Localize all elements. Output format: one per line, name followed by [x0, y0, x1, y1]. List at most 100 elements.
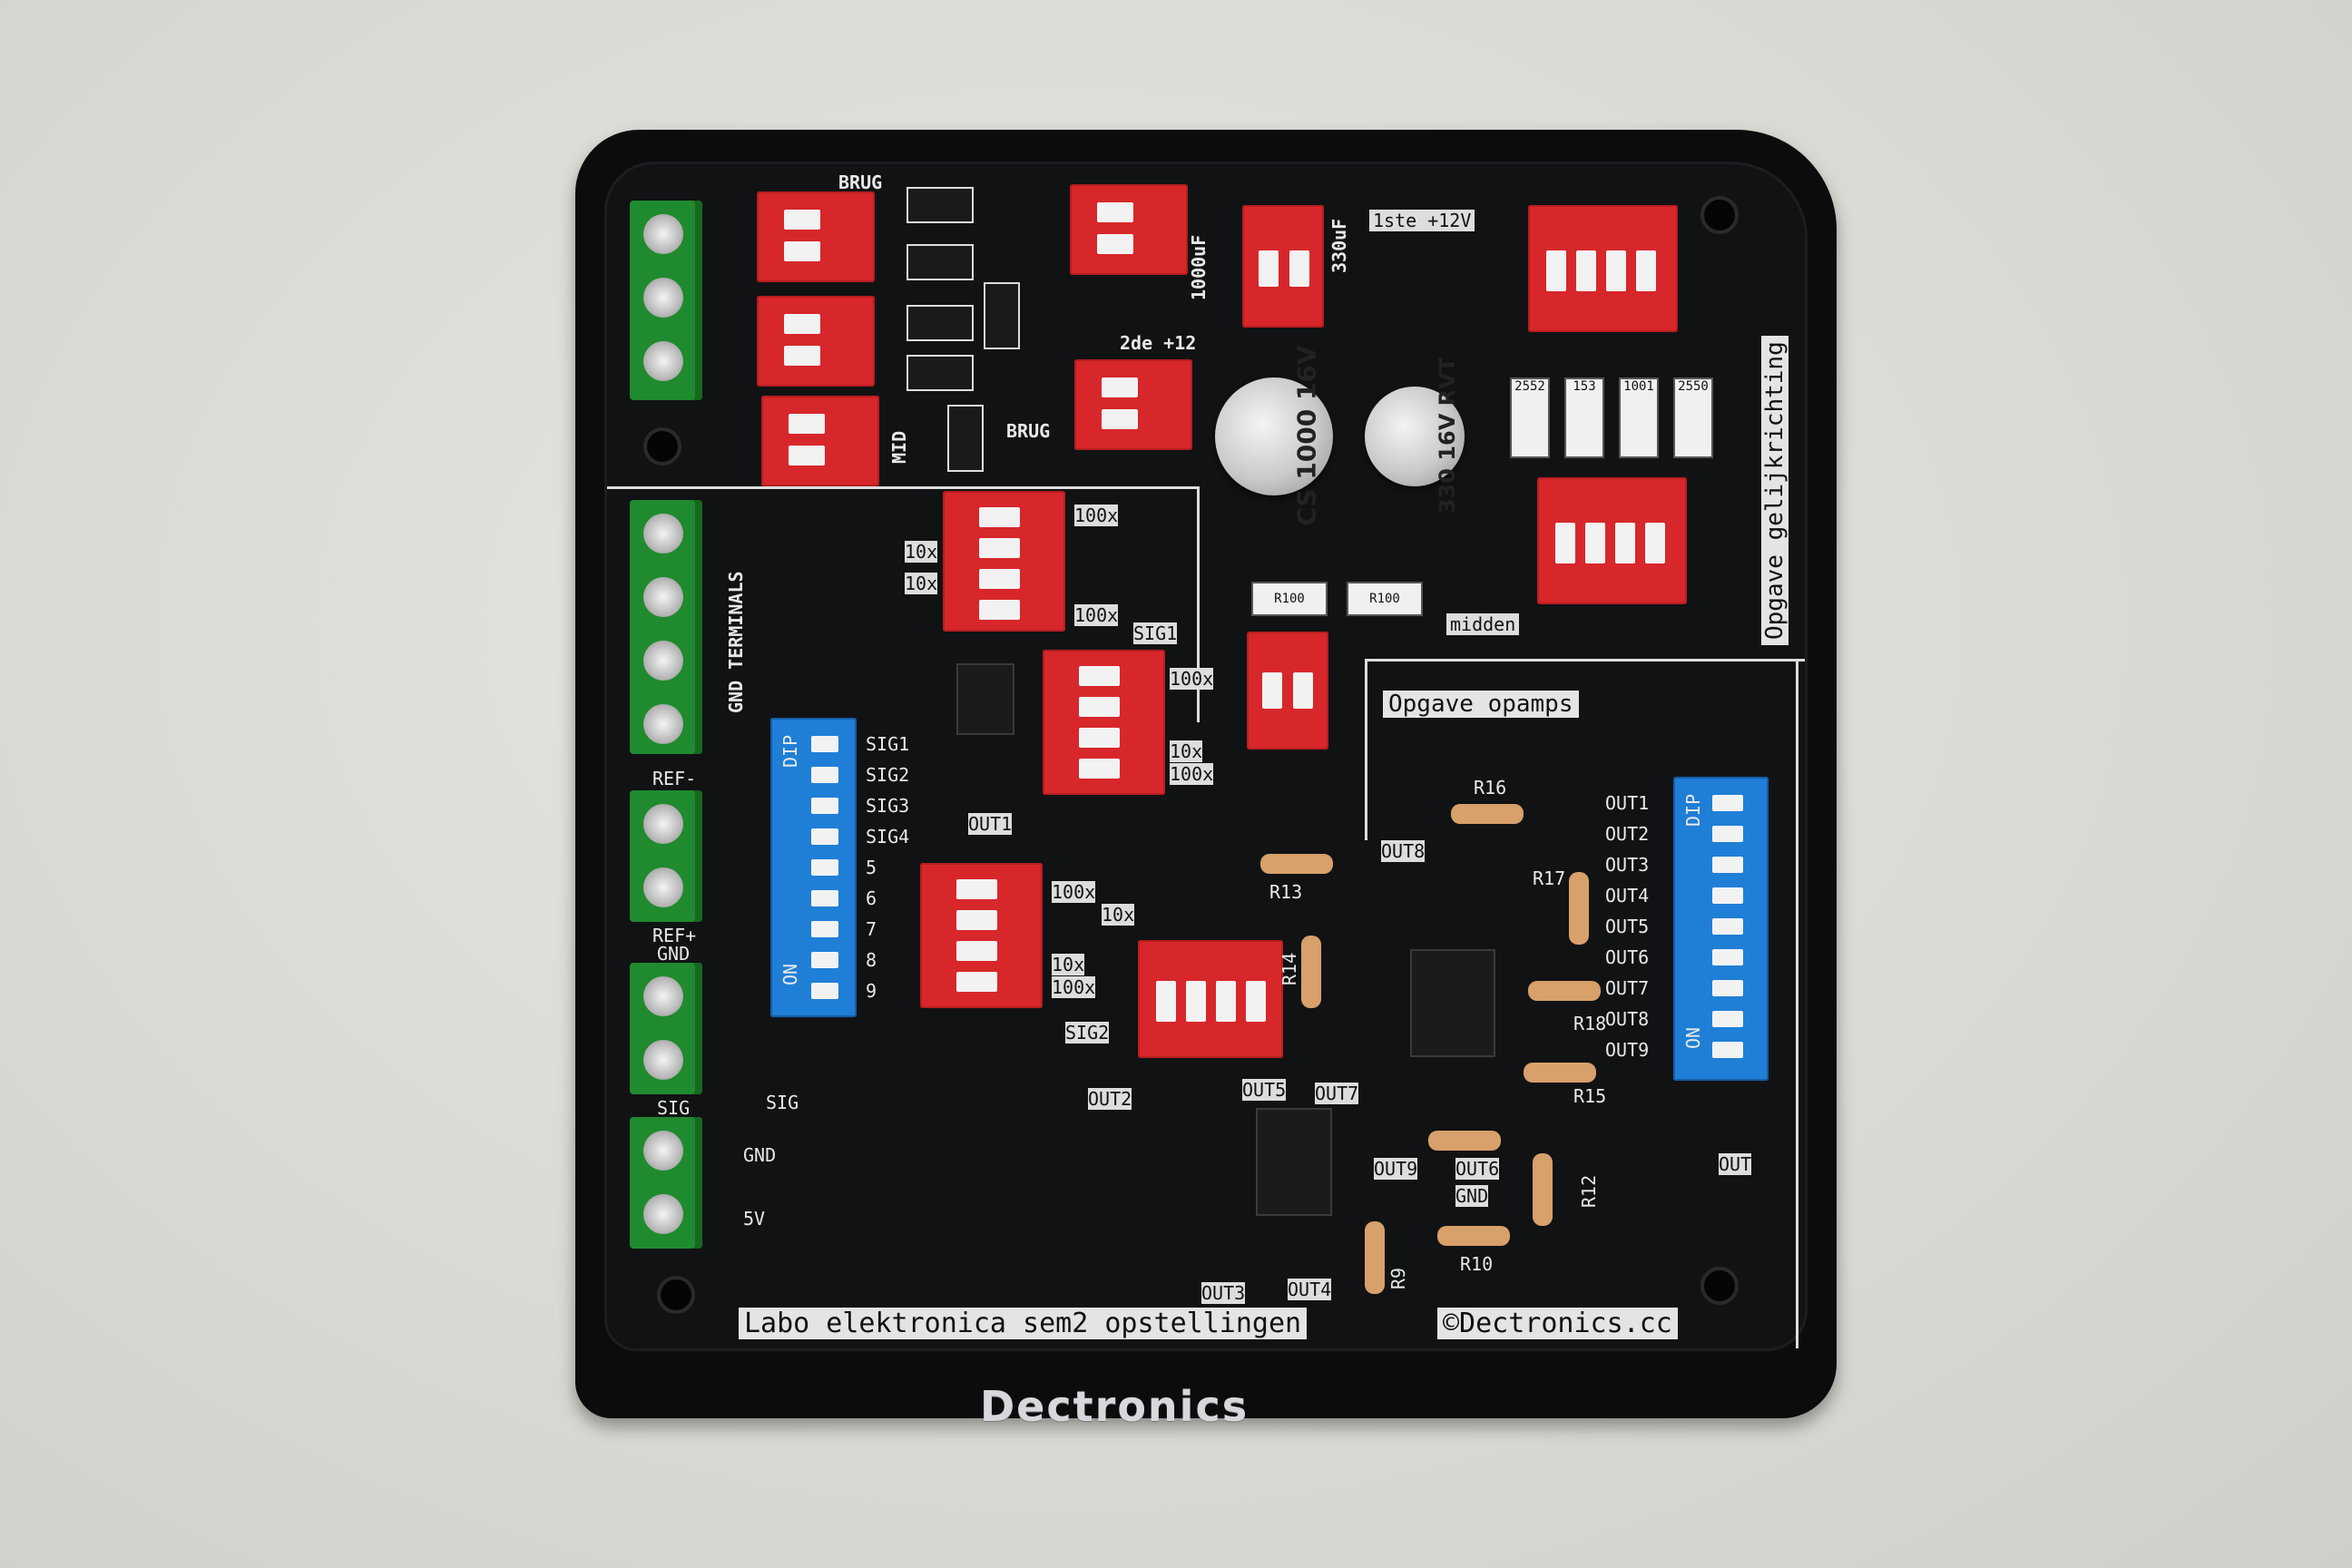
switch-knob	[1615, 523, 1635, 564]
smd-resistor: 2552	[1510, 377, 1550, 458]
switch-knob	[1216, 981, 1236, 1022]
switch-knob	[1079, 759, 1120, 779]
switch-knob	[1712, 918, 1743, 935]
switch-knob	[1712, 980, 1743, 996]
x10-label: 10x	[905, 541, 938, 563]
switch-knob	[979, 600, 1020, 620]
resistor-r13	[1260, 854, 1333, 874]
dip-switch-brug-2[interactable]	[757, 296, 875, 387]
screw-terminal[interactable]	[643, 867, 683, 907]
dip-switch-brug-4[interactable]	[1074, 359, 1192, 450]
screw-terminal[interactable]	[643, 514, 683, 554]
switch-knob	[789, 446, 825, 466]
x10-label: 10x	[1102, 904, 1135, 926]
switch-knob	[811, 890, 838, 906]
dip-right-label: OUT2	[1605, 823, 1650, 845]
switch-knob	[1079, 697, 1120, 717]
dip-label-right: DIP	[1682, 793, 1704, 827]
on-label: ON	[779, 963, 801, 985]
screw-terminal[interactable]	[643, 1194, 683, 1234]
switch-knob	[1097, 202, 1133, 222]
screw-terminal[interactable]	[643, 704, 683, 744]
sig-pin-label: SIG	[766, 1092, 799, 1113]
dip-switch-mid[interactable]	[761, 396, 879, 486]
ic-opamp	[1410, 949, 1495, 1057]
dip-switch-brug-3[interactable]	[1070, 184, 1188, 275]
resistor-r18	[1528, 981, 1601, 1001]
ic-soic8	[956, 663, 1014, 735]
resistor-r15	[1524, 1063, 1596, 1083]
dip-right-label: OUT8	[1605, 1008, 1650, 1030]
ic-opamp	[1256, 1108, 1332, 1216]
dip-left-label: SIG1	[866, 733, 910, 755]
dip-left-label-list: SIG1 SIG2 SIG3 SIG4 5 6 7 8 9	[866, 733, 909, 1011]
out1-label: OUT1	[968, 813, 1013, 835]
dip-switch-brug-1[interactable]	[757, 191, 875, 282]
switch-knob	[811, 798, 838, 814]
dip-left-label: 6	[866, 887, 877, 909]
mounting-hole	[1700, 1267, 1739, 1305]
dip-switch-cap-1[interactable]	[1242, 205, 1324, 328]
out2-label: OUT2	[1088, 1088, 1132, 1110]
screw-terminal[interactable]	[643, 1131, 683, 1171]
r16-label: R16	[1474, 777, 1507, 799]
smd-resistor: 2550	[1673, 377, 1713, 458]
switch-knob	[811, 952, 838, 968]
switch-knob	[1712, 857, 1743, 873]
dip-switch-cap-2[interactable]	[1247, 632, 1328, 750]
dip-right-label: OUT6	[1605, 946, 1650, 968]
switch-knob	[1097, 234, 1133, 254]
switch-knob	[1262, 672, 1282, 709]
screw-terminal[interactable]	[643, 278, 683, 318]
switch-knob	[811, 983, 838, 999]
screw-terminal[interactable]	[643, 804, 683, 844]
screw-terminal[interactable]	[643, 1040, 683, 1080]
switch-knob	[1259, 250, 1279, 287]
switch-knob	[1079, 666, 1120, 686]
x100-label: 100x	[1170, 668, 1214, 690]
switch-knob	[979, 569, 1020, 589]
diode	[947, 405, 984, 472]
r13-label: R13	[1269, 881, 1303, 903]
brug-label-2: BRUG	[1006, 420, 1051, 442]
screw-terminal[interactable]	[643, 976, 683, 1016]
switch-knob	[784, 241, 820, 261]
screw-terminal[interactable]	[643, 641, 683, 681]
switch-knob	[979, 507, 1020, 527]
switch-knob	[956, 879, 997, 899]
dip-left-label: 9	[866, 980, 877, 1002]
sig1-label: SIG1	[1133, 622, 1178, 644]
switch-knob	[784, 346, 820, 366]
5v-label: 5V	[743, 1208, 766, 1230]
dip-right-label: OUT5	[1605, 916, 1650, 937]
switch-knob	[1102, 377, 1138, 397]
ref-minus-label: REF-	[652, 768, 697, 789]
on-label-right: ON	[1682, 1026, 1704, 1049]
dip-right-label: OUT9	[1605, 1039, 1650, 1061]
switch-knob	[1246, 981, 1266, 1022]
r15-label: R15	[1573, 1085, 1607, 1107]
dip-left-label: SIG2	[866, 764, 910, 786]
x10-label: 10x	[1052, 954, 1085, 975]
diode	[906, 244, 974, 280]
r10-label: R10	[1460, 1253, 1494, 1275]
enclosure-brand: Dectronics	[980, 1382, 1250, 1431]
dip-left-label: 7	[866, 918, 877, 940]
screw-terminal[interactable]	[643, 214, 683, 254]
switch-knob	[811, 921, 838, 937]
resistor-r100: R100	[1347, 582, 1423, 616]
brug-label: BRUG	[838, 172, 883, 193]
board-copyright: ©Dectronics.cc	[1437, 1308, 1678, 1339]
dip-left-label: 8	[866, 949, 877, 971]
gnd-terminals-label: GND TERMINALS	[725, 571, 747, 713]
out8-label: OUT8	[1381, 840, 1426, 862]
screw-terminal[interactable]	[643, 341, 683, 381]
mounting-hole	[657, 1276, 695, 1314]
r12-label: R12	[1578, 1174, 1600, 1208]
switch-knob	[956, 941, 997, 961]
diode	[906, 187, 974, 223]
switch-knob	[1606, 250, 1626, 291]
screw-terminal[interactable]	[643, 577, 683, 617]
switch-knob	[811, 767, 838, 783]
